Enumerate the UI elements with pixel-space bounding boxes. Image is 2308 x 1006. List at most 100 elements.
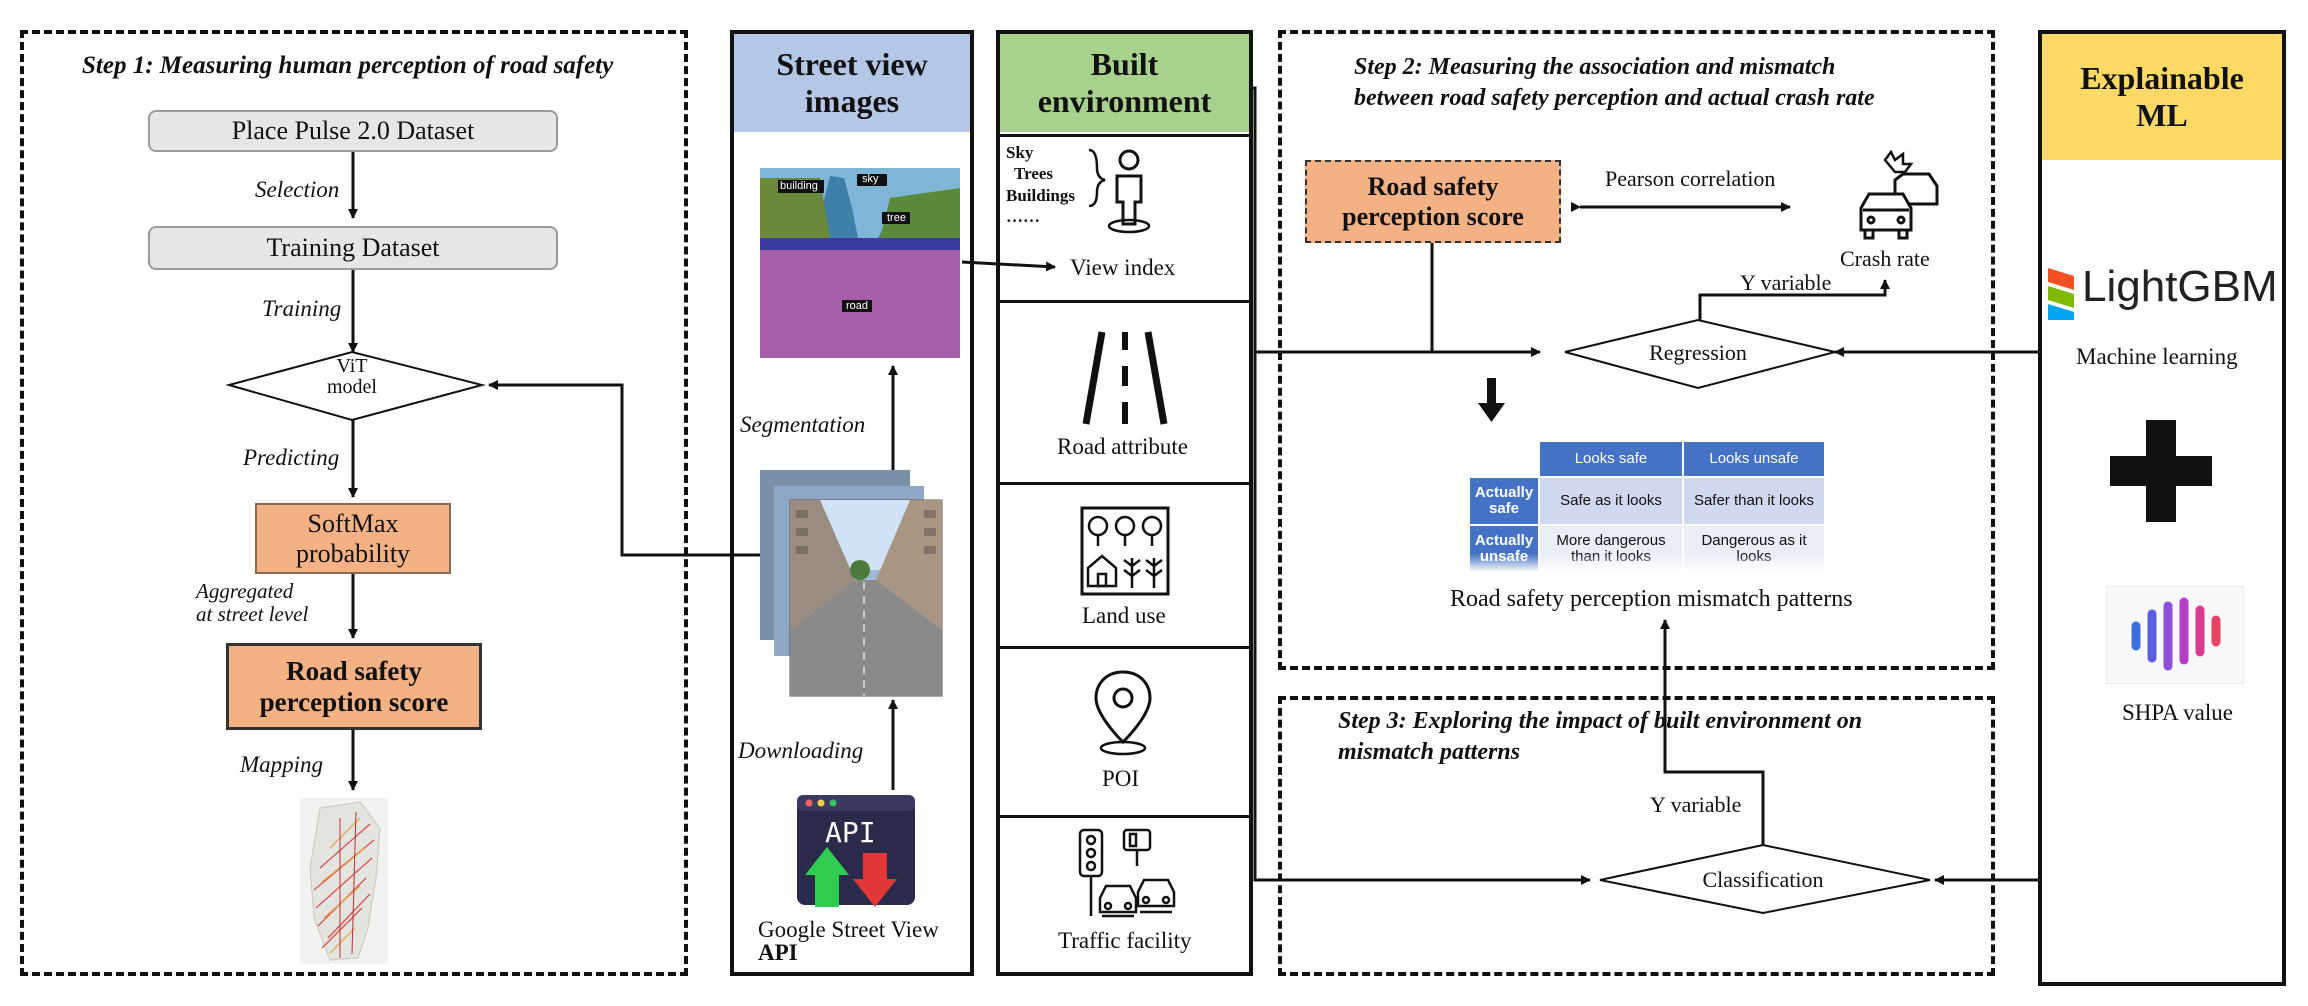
matrix-fade bbox=[1470, 554, 1824, 572]
step1-score-line1: Road safety bbox=[286, 655, 422, 686]
explainable-header-line2: ML bbox=[2136, 97, 2188, 133]
selection-label: Selection bbox=[255, 177, 340, 202]
bold-down-arrow bbox=[1478, 378, 1505, 422]
traffic-facility-label: Traffic facility bbox=[1058, 928, 1192, 953]
training-label: Training bbox=[262, 296, 342, 321]
shpa-value-label: SHPA value bbox=[2122, 700, 2233, 725]
matrix-corner bbox=[1470, 442, 1538, 476]
step3-title: Step 3: Exploring the impact of built en… bbox=[1338, 706, 1862, 768]
lightgbm-logo-icon bbox=[2048, 268, 2078, 320]
step3-title-line2: mismatch patterns bbox=[1338, 739, 1521, 766]
softmax-line2: probability bbox=[295, 538, 411, 568]
legend-trees: Trees bbox=[1014, 164, 1054, 184]
place-pulse-label: Place Pulse 2.0 Dataset bbox=[231, 116, 475, 145]
built-env-column bbox=[996, 30, 1253, 976]
built-env-header-line1: Built bbox=[1090, 46, 1159, 83]
street-view-header-line2: images bbox=[804, 83, 900, 119]
explainable-ml-header: Explainable ML bbox=[2042, 34, 2282, 160]
built-env-divider-2 bbox=[1000, 300, 1249, 303]
street-view-column bbox=[730, 30, 974, 976]
seg-label-building: building bbox=[780, 180, 818, 192]
built-env-divider-4 bbox=[1000, 646, 1249, 649]
segmentation-label: Segmentation bbox=[740, 412, 866, 437]
api-caption: Google Street View API bbox=[758, 918, 939, 964]
crash-rate-label: Crash rate bbox=[1840, 246, 1930, 271]
downloading-label: Downloading bbox=[738, 738, 864, 763]
step1-score-box: Road safety perception score bbox=[226, 643, 482, 730]
predicting-label: Predicting bbox=[243, 445, 340, 470]
softmax-line1: SoftMax bbox=[307, 508, 399, 538]
matrix-cell-2-1: More dangerous than it looks bbox=[1540, 526, 1682, 572]
built-env-header-line2: environment bbox=[1037, 83, 1212, 119]
crash-icon bbox=[1855, 149, 1941, 242]
seg-label-tree: tree bbox=[887, 212, 906, 224]
built-env-header: Built environment bbox=[1000, 34, 1249, 132]
road-icon bbox=[1080, 328, 1170, 428]
api-icon-text: API bbox=[825, 816, 876, 849]
poi-label: POI bbox=[1102, 766, 1140, 791]
built-env-divider-5 bbox=[1000, 815, 1249, 818]
shap-logo-icon bbox=[2105, 585, 2245, 685]
aggregated-label: Aggregated at street level bbox=[196, 579, 308, 626]
step1-title: Step 1: Measuring human perception of ro… bbox=[82, 52, 614, 79]
step2-title-line2: between road safety perception and actua… bbox=[1354, 85, 1875, 112]
arrow-images-to-vit bbox=[488, 380, 760, 557]
place-pulse-box: Place Pulse 2.0 Dataset bbox=[148, 110, 558, 152]
legend-buildings: Buildings bbox=[1006, 185, 1075, 205]
vit-line1: ViT bbox=[336, 355, 368, 377]
arrow-built-env-to-regression bbox=[1253, 86, 1541, 357]
api-caption-line1: Google Street View bbox=[758, 917, 939, 942]
step2-title-line1: Step 2: Measuring the association and mi… bbox=[1354, 54, 1836, 80]
softmax-box: SoftMax probability bbox=[255, 503, 451, 574]
seg-label-sky: sky bbox=[862, 173, 879, 185]
classification-diamond bbox=[1599, 843, 1931, 915]
matrix-cell-1-2: Safer than it looks bbox=[1684, 478, 1824, 524]
mismatch-matrix: Looks safe Looks unsafe Actually safe Sa… bbox=[1470, 442, 1824, 572]
land-use-label: Land use bbox=[1082, 603, 1166, 628]
vit-line2: model bbox=[327, 376, 377, 398]
step2-score-line2: perception score bbox=[1342, 201, 1524, 231]
matrix-col-header-2: Looks unsafe bbox=[1684, 442, 1824, 476]
street-map-image bbox=[300, 798, 388, 964]
step2-score-line1: Road safety bbox=[1367, 171, 1499, 201]
mapping-label: Mapping bbox=[240, 752, 324, 777]
machine-learning-label: Machine learning bbox=[2076, 344, 2238, 369]
step3-panel bbox=[1278, 696, 1995, 976]
step2-panel bbox=[1278, 30, 1995, 670]
legend-sky: Sky bbox=[1006, 143, 1034, 162]
arrow-regression-to-crash-rate bbox=[1698, 279, 1890, 320]
view-index-label: View index bbox=[1070, 255, 1176, 280]
land-use-icon bbox=[1080, 506, 1170, 596]
step1-panel bbox=[20, 30, 688, 976]
traffic-facility-icon bbox=[1072, 826, 1182, 922]
api-icon: API bbox=[797, 795, 915, 909]
api-caption-line2: API bbox=[758, 940, 798, 965]
explainable-header-line1: Explainable bbox=[2080, 60, 2244, 97]
mismatch-caption: Road safety perception mismatch patterns bbox=[1450, 586, 1853, 612]
lightgbm-label: LightGBM bbox=[2082, 262, 2278, 311]
matrix-cell-1-1: Safe as it looks bbox=[1540, 478, 1682, 524]
road-attribute-label: Road attribute bbox=[1057, 434, 1188, 459]
step2-title: Step 2: Measuring the association and mi… bbox=[1354, 52, 1875, 114]
plus-icon bbox=[2110, 420, 2212, 522]
built-env-divider-1 bbox=[1000, 134, 1249, 137]
street-view-header: Street view images bbox=[734, 34, 970, 132]
step2-score-box: Road safety perception score bbox=[1305, 160, 1561, 243]
street-photo-stack bbox=[760, 470, 960, 700]
view-index-legend: Sky Trees Buildings …… bbox=[1006, 142, 1075, 227]
step2-y-variable-label: Y variable bbox=[1740, 270, 1832, 295]
vit-diamond bbox=[225, 350, 486, 422]
regression-label: Regression bbox=[1649, 340, 1747, 365]
pearson-label: Pearson correlation bbox=[1605, 166, 1776, 191]
arrow-built-env-to-classification bbox=[1253, 352, 1591, 885]
step3-y-variable-label: Y variable bbox=[1650, 792, 1742, 817]
seg-label-road: road bbox=[846, 300, 869, 312]
aggregated-line1: Aggregated bbox=[196, 579, 294, 603]
training-dataset-label: Training Dataset bbox=[266, 233, 440, 262]
classification-label: Classification bbox=[1702, 867, 1824, 892]
segmentation-image: building sky tree road bbox=[760, 168, 960, 358]
built-env-divider-3 bbox=[1000, 482, 1249, 485]
explainable-ml-column bbox=[2038, 30, 2286, 986]
vit-model-label: ViT model bbox=[310, 356, 394, 398]
